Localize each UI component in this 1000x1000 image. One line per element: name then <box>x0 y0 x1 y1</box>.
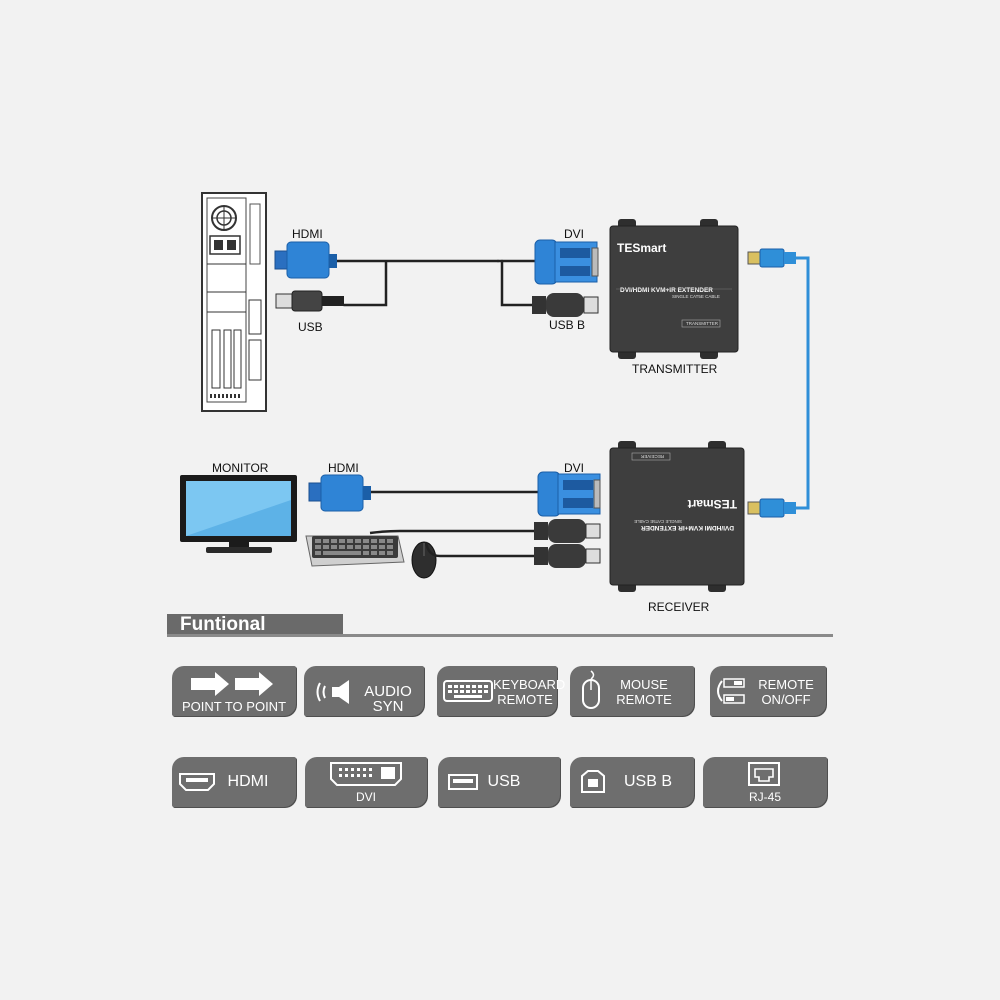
feature-label: AUDIO SYN <box>364 683 412 715</box>
feature-dvi: DVI <box>305 757 427 807</box>
rx-hdmi-connector-icon <box>308 474 371 512</box>
keyboard-icon <box>305 535 405 567</box>
tx-tag: TRANSMITTER <box>686 321 719 326</box>
feature-label: REMOTE ON/OFF <box>758 677 814 707</box>
feature-usbb: USB B <box>570 757 694 807</box>
feature-label: HDMI <box>227 773 269 790</box>
feature-remote-on-off: REMOTE ON/OFF <box>710 666 826 716</box>
feature-label: KEYBOARD REMOTE <box>493 677 566 707</box>
feature-point-to-point: POINT TO POINT <box>172 666 296 716</box>
power-icon <box>717 678 745 704</box>
usbb-port-icon <box>581 770 605 793</box>
tx-product-name: DVI/HDMI KVM+IR EXTENDER <box>620 287 713 294</box>
tx-hdmi-label: HDMI <box>292 227 323 241</box>
feature-label: MOUSE REMOTE <box>616 677 672 707</box>
transmitter-device: TESmart DVI/HDMI KVM+IR EXTENDER SINGLE … <box>609 219 739 359</box>
section-title: Funtional <box>180 614 266 635</box>
feature-hdmi: HDMI <box>172 757 296 807</box>
rx-brand: TESmart <box>688 497 737 511</box>
rx-product-name: DVI/HDMI KVM+IR EXTENDER <box>641 524 734 531</box>
pc-tower-icon <box>201 192 267 412</box>
rx-cables <box>369 490 538 558</box>
tx-usb-label: USB <box>298 320 323 334</box>
connection-diagram: TESmart DVI/HDMI KVM+IR EXTENDER SINGLE … <box>180 192 810 592</box>
mouse-icon <box>582 670 600 709</box>
dvi-port-icon <box>330 762 402 786</box>
tx-hdmi-connector-icon <box>274 241 337 279</box>
feature-rj45: RJ-45 <box>703 757 827 807</box>
rx-hdmi-label: HDMI <box>328 461 359 475</box>
tx-brand: TESmart <box>617 241 666 255</box>
usb-port-icon <box>448 774 478 790</box>
tx-dvi-label: DVI <box>564 227 585 241</box>
section-header-bar <box>167 614 343 636</box>
keyboard-icon <box>443 680 493 702</box>
arrows-icon <box>191 672 273 696</box>
rx-usb-connector-2-icon <box>534 544 601 568</box>
section-divider <box>167 634 833 637</box>
rx-dvi-label: DVI <box>564 461 585 475</box>
rx-product-sub: SINGLE CAT5E CABLE <box>634 519 682 524</box>
feature-label: USB B <box>623 773 672 790</box>
tx-rj45-connector-icon <box>747 248 796 268</box>
tx-usb-connector-icon <box>275 290 344 312</box>
receiver-device: TESmart DVI/HDMI KVM+IR EXTENDER SINGLE … <box>609 441 745 592</box>
monitor-label: MONITOR <box>212 461 269 475</box>
transmitter-label: TRANSMITTER <box>632 362 718 376</box>
feature-label: RJ-45 <box>748 790 781 804</box>
feature-mouse-remote: MOUSE REMOTE <box>570 666 694 716</box>
feature-label: USB <box>487 773 521 790</box>
rj45-port-icon <box>748 762 780 786</box>
receiver-label: RECEIVER <box>648 600 710 614</box>
tx-product-sub: SINGLE CAT5E CABLE <box>672 294 720 299</box>
mouse-icon <box>411 541 437 579</box>
rx-tag: RECEIVER <box>640 454 664 459</box>
tx-usbb-label: USB B <box>549 318 586 332</box>
tx-usbb-connector-icon <box>532 293 599 317</box>
feature-keyboard-remote: KEYBOARD REMOTE <box>437 666 566 716</box>
tx-cables <box>333 259 537 307</box>
feature-audio-syn: AUDIO SYN <box>304 666 424 716</box>
speaker-icon <box>316 680 349 704</box>
rx-dvi-connector-icon <box>537 471 601 517</box>
feature-label: POINT TO POINT <box>181 699 287 714</box>
rx-usb-connector-1-icon <box>534 519 601 543</box>
tx-dvi-connector-icon <box>534 239 599 285</box>
feature-label: DVI <box>355 790 376 804</box>
rx-rj45-connector-icon <box>747 498 796 518</box>
cat-cable <box>795 256 810 510</box>
hdmi-port-icon <box>179 773 215 791</box>
feature-usb: USB <box>438 757 560 807</box>
monitor-icon <box>180 475 297 553</box>
